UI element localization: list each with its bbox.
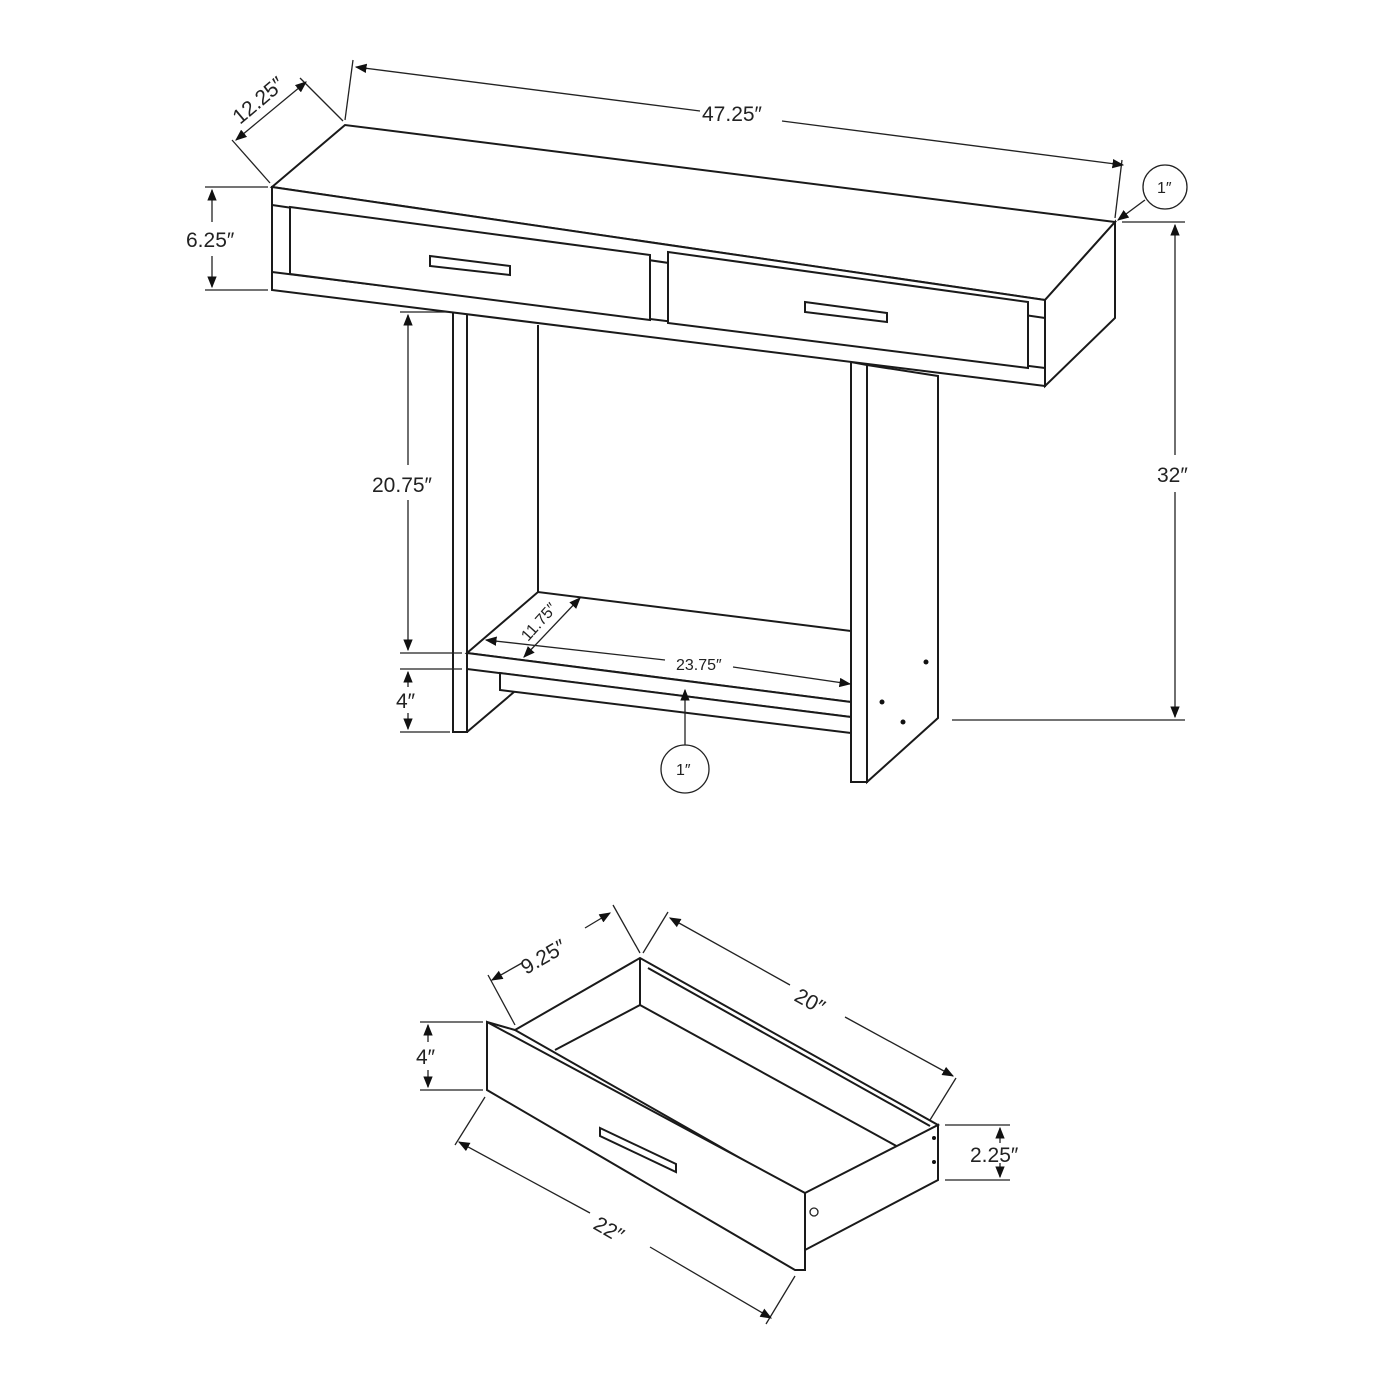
total-height-label: 32″	[1157, 464, 1188, 487]
apron-height-label: 6.25″	[186, 229, 235, 252]
shelf-height-label: 4″	[396, 690, 416, 713]
right-leg	[850, 360, 939, 785]
drawer-side-height-label: 2.25″	[970, 1144, 1019, 1167]
drawer-depth-label: 9.25″	[517, 935, 571, 979]
right-drawer-front	[667, 250, 1029, 370]
drawer-front-width-label: 22″	[590, 1212, 629, 1248]
shelf-thickness-label: 1″	[676, 762, 691, 779]
top-thickness-label: 1″	[1157, 180, 1172, 197]
left-leg	[452, 311, 539, 733]
bottom-shelf	[464, 590, 852, 735]
console-table	[269, 123, 1118, 785]
drawer-height-label: 4″	[416, 1046, 436, 1069]
shelf-width-label: 23.75″	[676, 657, 722, 674]
width-label: 47.25″	[702, 103, 763, 126]
left-drawer-front	[289, 205, 651, 322]
drawer	[486, 956, 941, 1271]
drawer-length-label: 20″	[791, 984, 830, 1019]
leg-clearance-label: 20.75″	[372, 474, 433, 497]
